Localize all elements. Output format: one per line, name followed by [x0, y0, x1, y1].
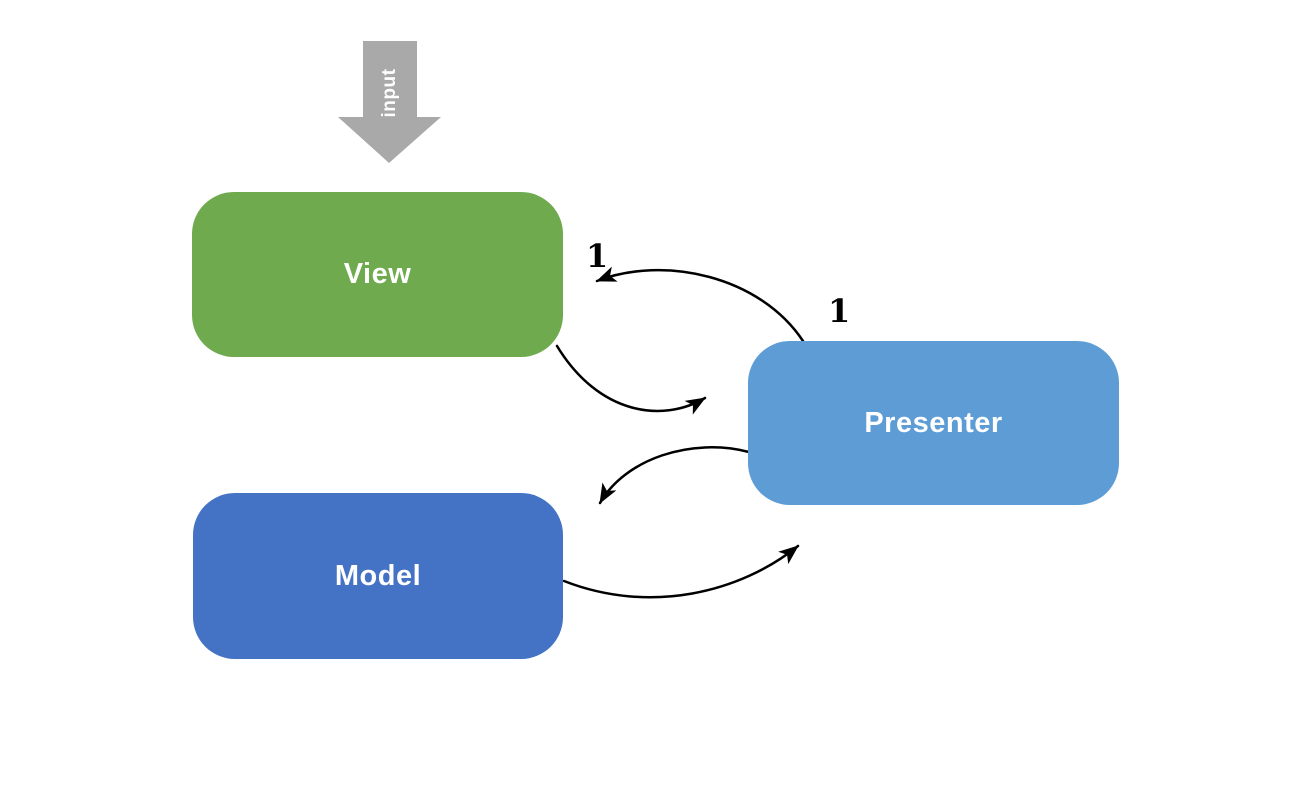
- node-view: View: [192, 192, 563, 357]
- edge-presenter-to-model: [598, 446, 751, 505]
- input-arrow-label: input: [379, 68, 400, 118]
- edge-view-to-presenter: [555, 344, 707, 415]
- node-presenter-label: Presenter: [864, 406, 1003, 439]
- edge-model-to-presenter: [562, 544, 800, 599]
- node-view-label: View: [343, 258, 412, 290]
- node-presenter: Presenter: [748, 341, 1119, 505]
- multiplicity-label-view-end: 1: [586, 237, 609, 275]
- node-model: Model: [193, 493, 563, 659]
- edge-presenter-to-view: [595, 266, 805, 343]
- node-model-label: Model: [334, 559, 422, 592]
- multiplicity-label-presenter-end: 1: [828, 292, 851, 330]
- input-arrow-shape: [338, 41, 441, 163]
